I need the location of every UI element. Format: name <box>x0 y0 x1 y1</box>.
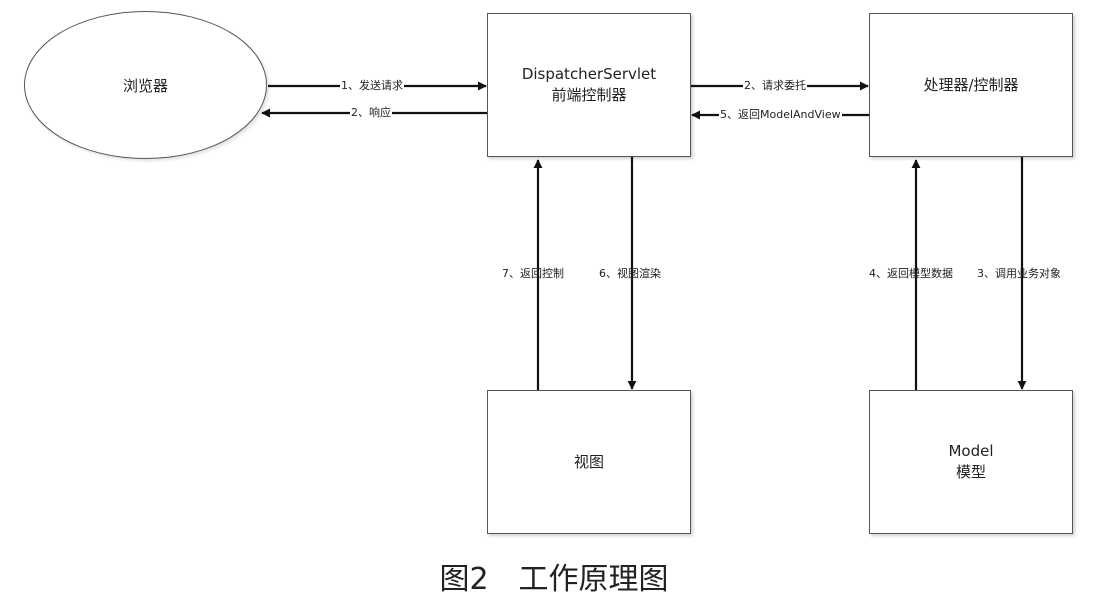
figure-caption: 图2 工作原理图 <box>439 562 669 597</box>
dispatcher-servlet-node: DispatcherServlet 前端控制器 <box>487 13 691 157</box>
model-node: Model 模型 <box>869 390 1073 534</box>
return-model-data-label: 4、返回模型数据 <box>869 267 953 280</box>
delegate-request-label: 2、请求委托 <box>743 79 807 93</box>
handler-controller-label: 处理器/控制器 <box>923 75 1019 94</box>
model-cn-label: 模型 <box>955 463 986 481</box>
response-label: 2、响应 <box>350 106 392 120</box>
call-business-object-label: 3、调用业务对象 <box>977 267 1061 280</box>
model-label: Model <box>948 442 994 460</box>
front-controller-label: 前端控制器 <box>551 86 627 104</box>
handler-controller-node: 处理器/控制器 <box>869 13 1073 157</box>
return-control-label: 7、返回控制 <box>502 267 564 280</box>
dispatcher-servlet-label: DispatcherServlet <box>521 65 657 83</box>
view-render-label: 6、视图渲染 <box>599 267 661 280</box>
browser-node: 浏览器 <box>24 11 267 159</box>
send-request-label: 1、发送请求 <box>340 79 404 93</box>
view-node: 视图 <box>487 390 691 534</box>
view-label: 视图 <box>573 452 604 471</box>
return-model-and-view-label: 5、返回ModelAndView <box>719 108 842 122</box>
browser-label: 浏览器 <box>122 76 168 95</box>
